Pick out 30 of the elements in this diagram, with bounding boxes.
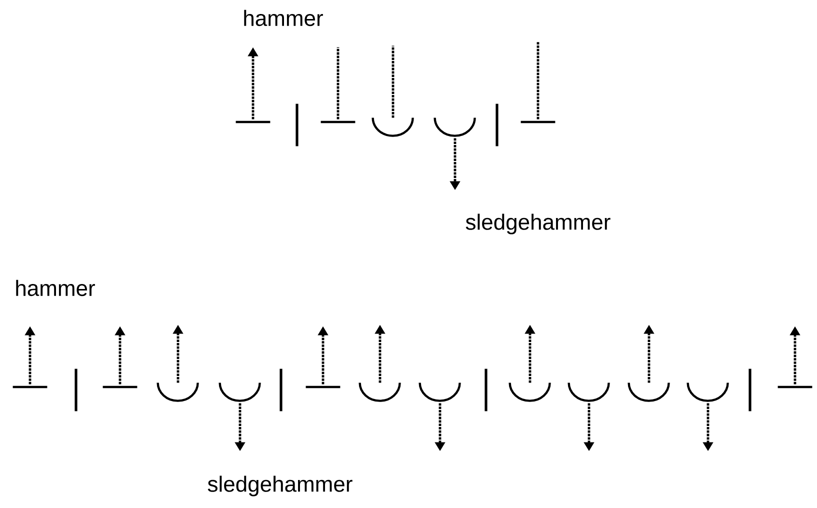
dotted-line [336,47,340,120]
dotted-line [536,41,540,120]
short-syllable-mark [156,382,199,402]
long-syllable-mark [306,386,340,388]
divider-bar [484,368,488,412]
short-syllable-mark [434,118,476,137]
word-label: hammer [244,10,323,26]
short-syllable-mark [218,382,261,402]
long-syllable-mark [520,120,556,124]
word-label: hammer [16,280,95,296]
short-syllable-mark [686,382,729,402]
divider-bar [74,368,78,412]
long-syllable-mark [12,386,48,388]
short-syllable-mark [418,382,461,402]
short-syllable-mark [372,118,414,137]
short-syllable-mark [358,382,401,402]
divider-bar [496,104,498,146]
dotted-line [392,46,394,118]
word-label: sledgehammer [208,476,352,496]
divider-bar [296,104,298,146]
long-syllable-mark [102,386,138,388]
short-syllable-mark [508,382,551,402]
long-syllable-mark [320,120,356,124]
divider-bar [280,368,282,412]
divider-bar [748,368,752,412]
word-label: sledgehammer [466,214,610,234]
short-syllable-mark [568,382,610,402]
long-syllable-mark [236,120,270,124]
short-syllable-mark [628,382,670,402]
long-syllable-mark [778,386,812,388]
